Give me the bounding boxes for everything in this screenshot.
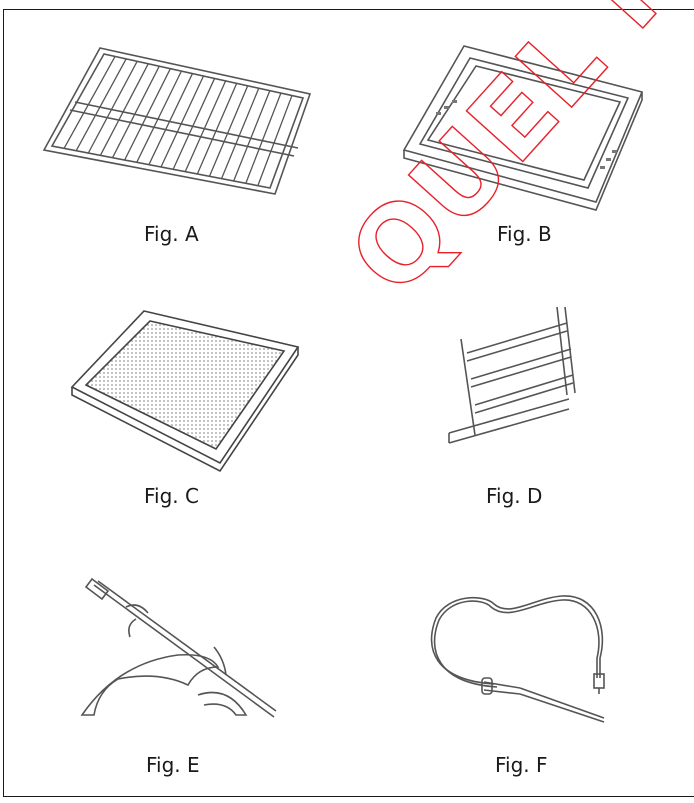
figure-d-telescopic-rails bbox=[445, 305, 585, 455]
rack-wire bbox=[136, 70, 182, 163]
figure-c-baking-tray bbox=[70, 307, 305, 473]
figure-b-frame-tray bbox=[400, 42, 650, 212]
rack-wire bbox=[245, 92, 282, 184]
rack-wire bbox=[184, 80, 227, 172]
page-frame bbox=[3, 9, 694, 797]
rack-wire bbox=[87, 61, 138, 154]
rack-wire bbox=[233, 90, 271, 182]
caption-fig-b: Fig. B bbox=[497, 222, 552, 246]
rack-wire bbox=[257, 95, 293, 186]
caption-fig-d: Fig. D bbox=[486, 484, 543, 508]
rack-wire bbox=[172, 78, 216, 170]
svg-text:QUEL FO: QUEL FO bbox=[326, 0, 694, 317]
caption-fig-f: Fig. F bbox=[495, 753, 548, 777]
rack-wire bbox=[208, 85, 249, 177]
figure-a-wire-rack bbox=[40, 42, 320, 202]
caption-fig-c: Fig. C bbox=[144, 484, 199, 508]
rack-wire bbox=[220, 87, 260, 179]
rack-wire bbox=[196, 83, 238, 175]
figure-e-rotisserie-spit bbox=[78, 575, 278, 750]
rack-wire bbox=[160, 75, 205, 168]
rack-wire bbox=[63, 56, 116, 149]
rack-wire bbox=[148, 73, 194, 165]
caption-fig-e: Fig. E bbox=[146, 753, 200, 777]
rack-wire bbox=[75, 58, 127, 151]
rack-wire bbox=[124, 68, 171, 161]
rack-wire bbox=[111, 65, 160, 158]
rack-wire bbox=[99, 63, 149, 156]
caption-fig-a: Fig. A bbox=[144, 222, 199, 246]
figure-f-meat-probe bbox=[424, 588, 624, 738]
